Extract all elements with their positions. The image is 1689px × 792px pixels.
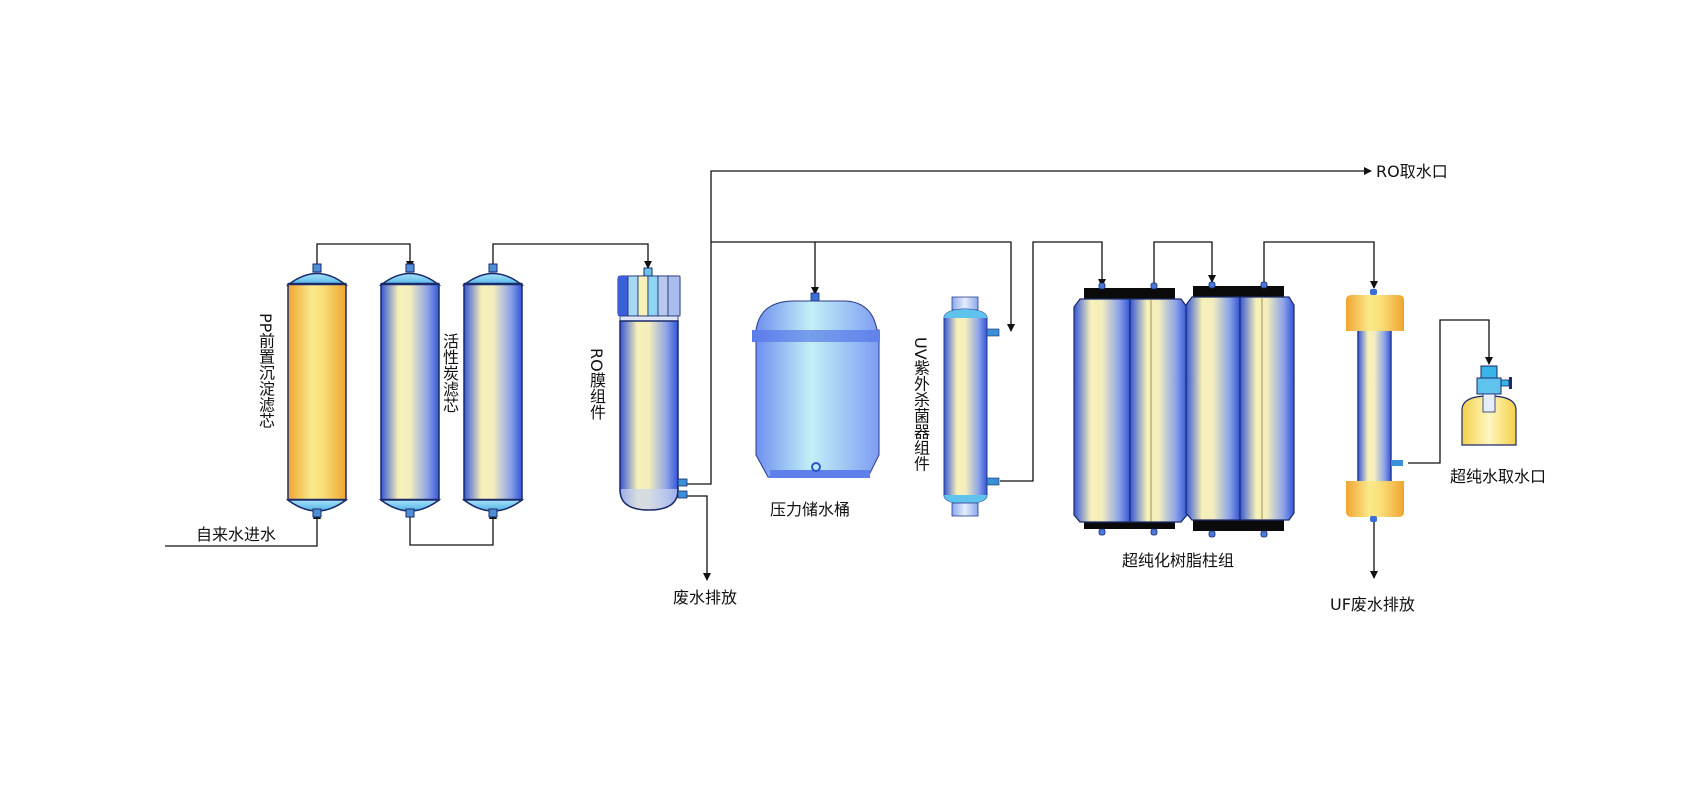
uf-module[interactable] [1346,289,1404,522]
pp-filter[interactable] [285,263,349,518]
pipe-carbon1-carbon2 [409,511,497,546]
pipe-ro-outlet [710,167,1372,242]
ro-outlet-label: RO取水口 [1376,162,1448,181]
carbon-filter-label: 活性炭滤芯 [440,333,459,413]
ro-waste-label: 废水排放 [673,588,737,607]
resin-column-1 [1073,298,1131,523]
tap-label: 超纯水取水口 [1450,467,1546,486]
carbon-filter-1[interactable] [378,263,442,518]
pipe-uv-resin [1000,241,1106,482]
ro-membrane-label: RO膜组件 [587,348,606,420]
inlet-label: 自来水进水 [196,525,276,544]
pipe-ro-product [685,242,712,485]
uv-sterilizer-label: UV紫外杀菌器组件 [911,337,930,472]
pipe-carbon2-ro [492,243,652,269]
pipe-resin4-uf [1263,241,1378,289]
resin-column-3 [1185,296,1241,521]
uv-sterilizer[interactable] [943,296,1000,517]
pipe-lines [165,167,1493,581]
pp-filter-label: PP前置沉淀滤芯 [256,313,275,429]
pipe-ro-waste [685,495,711,581]
ro-membrane[interactable] [617,267,688,511]
pipe-inlet [165,511,321,547]
carbon-filter-2[interactable] [461,263,525,518]
resin-column-group[interactable] [1073,281,1295,538]
ultrapure-outlet-tap[interactable] [1461,365,1517,446]
uf-waste-label: UF废水排放 [1330,595,1415,614]
pipe-uf-tap [1408,319,1493,464]
tank-label: 压力储水桶 [770,500,850,519]
pressure-tank[interactable] [752,292,880,478]
pipe-header [711,241,1015,332]
resin-column-2 [1129,298,1188,523]
pipe-pp-carbon1 [316,243,414,269]
resin-column-4 [1239,296,1295,521]
pipe-resin2-resin3 [1153,241,1216,283]
resin-label: 超纯化树脂柱组 [1122,551,1234,570]
